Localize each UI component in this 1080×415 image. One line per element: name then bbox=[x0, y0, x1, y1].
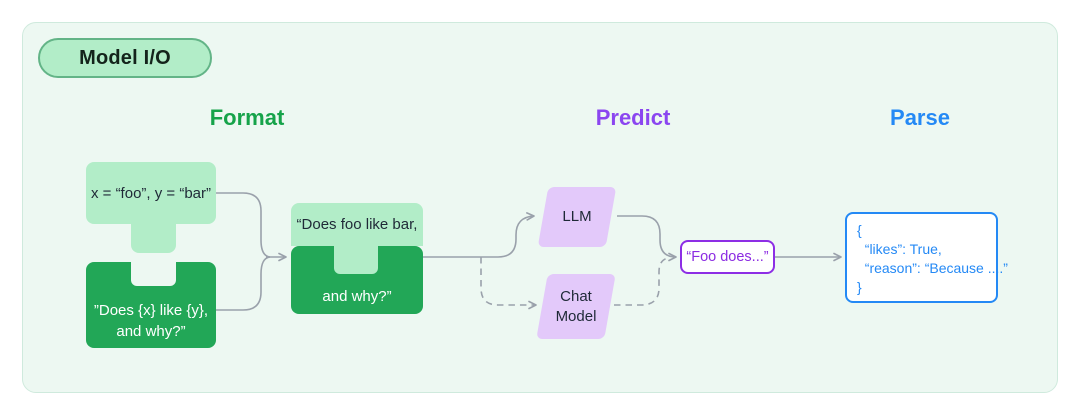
model-io-badge-label: Model I/O bbox=[79, 46, 171, 69]
prompt-template-block: ”Does {x} like {y}, and why?” bbox=[86, 262, 216, 348]
input-values-block: x = “foo”, y = “bar” bbox=[86, 162, 216, 224]
formatted-prompt-top: “Does foo like bar, bbox=[291, 203, 423, 246]
formatted-prompt-bottom-text: and why?” bbox=[322, 288, 392, 305]
llm-node: LLM bbox=[543, 187, 611, 247]
prompt-template-notch bbox=[131, 262, 176, 286]
input-values-text: x = “foo”, y = “bar” bbox=[90, 184, 212, 202]
parse-heading: Parse bbox=[890, 105, 950, 130]
parsed-output-node: { “likes”: True, “reason”: “Because ....… bbox=[845, 212, 1008, 303]
format-heading: Format bbox=[209, 105, 285, 130]
formatted-prompt-tab bbox=[334, 246, 378, 274]
llm-output-text: “Foo does...” bbox=[686, 249, 769, 265]
llm-node-label: LLM bbox=[562, 208, 592, 225]
predict-heading: Predict bbox=[595, 105, 671, 130]
chat-model-node-label: Chat Model bbox=[555, 287, 597, 325]
formatted-prompt-top-text: “Does foo like bar, bbox=[296, 216, 418, 233]
chat-model-node: Chat Model bbox=[542, 274, 610, 339]
llm-output-node: “Foo does...” bbox=[680, 240, 775, 274]
model-io-badge: Model I/O bbox=[38, 38, 212, 78]
